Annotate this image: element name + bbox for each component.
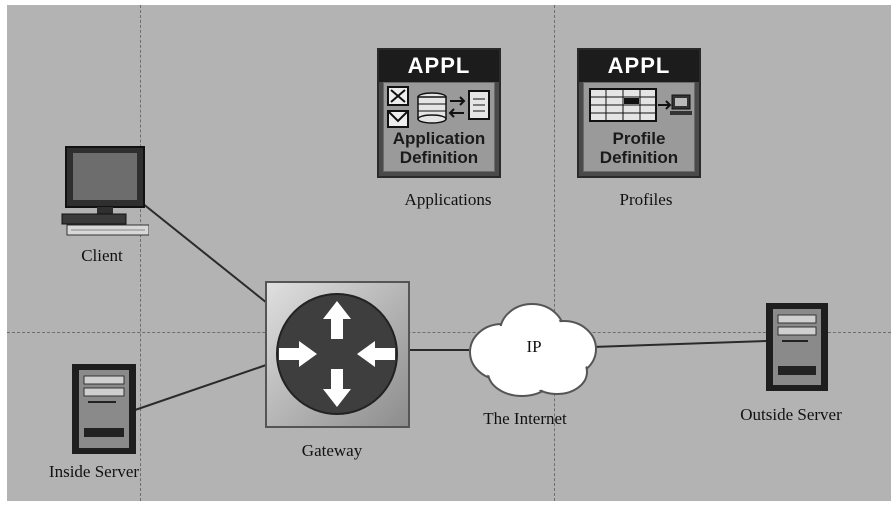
internet-node[interactable]: IP <box>462 297 602 402</box>
application-definition-icon <box>387 86 490 128</box>
client-label: Client <box>81 246 123 265</box>
appl-title: Application Definition <box>384 129 494 167</box>
cloud-icon <box>469 303 597 397</box>
appl-title-line1: Application <box>392 129 486 148</box>
inside-server-node[interactable] <box>70 362 138 456</box>
profile-definition-icon <box>589 88 692 122</box>
grid-line <box>554 5 555 501</box>
internet-label: The Internet <box>483 409 567 428</box>
link-inside-server-gateway[interactable] <box>134 362 273 411</box>
profile-body: Profile Definition <box>583 82 695 172</box>
application-definition-node[interactable]: APPL Ap <box>377 48 501 178</box>
profiles-label: Profiles <box>619 190 673 209</box>
profile-title-line2: Definition <box>599 148 679 167</box>
profile-definition-node[interactable]: APPL Profile Definit <box>577 48 701 178</box>
outside-server-label: Outside Server <box>740 405 842 424</box>
link-internet-outside-server[interactable] <box>591 340 768 348</box>
server-tower-icon <box>766 303 828 391</box>
gateway-label: Gateway <box>301 441 363 460</box>
link-client-gateway[interactable] <box>141 202 273 308</box>
grid-line <box>7 332 891 333</box>
profile-title-line1: Profile <box>612 129 666 148</box>
desktop-computer-icon <box>61 146 150 236</box>
applications-label: Applications <box>404 190 492 209</box>
profile-title: Profile Definition <box>584 129 694 167</box>
appl-header: APPL <box>379 50 499 82</box>
appl-title-line2: Definition <box>399 148 479 167</box>
grid-line <box>140 5 141 501</box>
profile-header: APPL <box>579 50 699 82</box>
network-canvas[interactable]: Client Inside Server <box>7 5 891 501</box>
server-tower-icon <box>72 364 136 454</box>
links-layer <box>134 202 768 411</box>
outside-server-node[interactable] <box>764 301 830 393</box>
client-node[interactable] <box>59 145 150 237</box>
appl-body: Application Definition <box>383 82 495 172</box>
router-icon <box>265 281 410 428</box>
inside-server-label: Inside Server <box>48 462 140 481</box>
cloud-ip-label: IP <box>526 337 542 356</box>
gateway-node[interactable] <box>265 281 410 428</box>
